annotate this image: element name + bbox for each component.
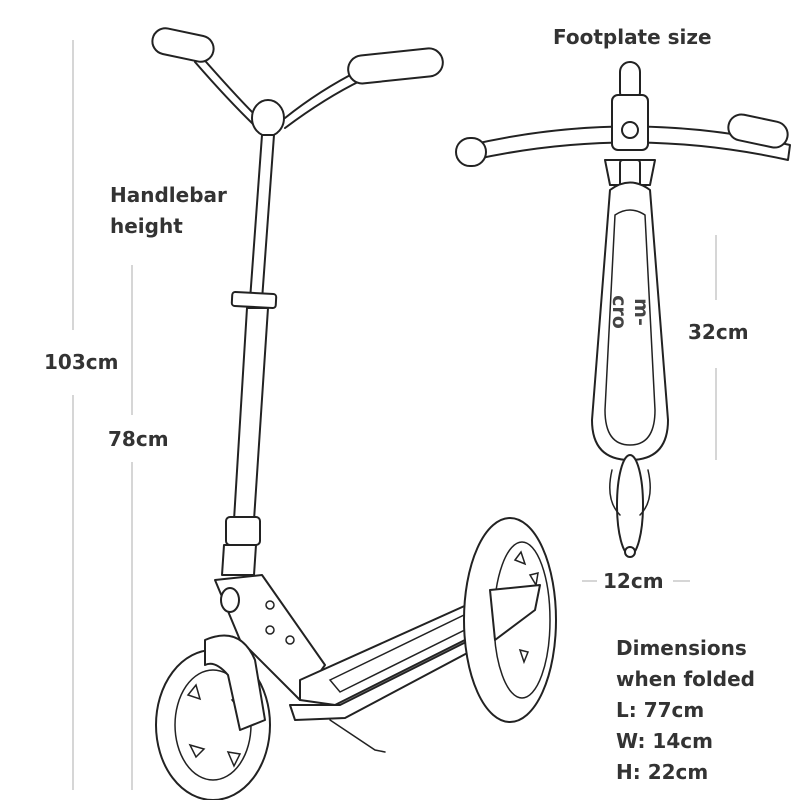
handlebar-height-line2: height — [110, 214, 183, 238]
folded-width: W: 14cm — [616, 729, 713, 753]
logo: m-cro — [608, 295, 652, 329]
folded-title-line2: when folded — [616, 667, 755, 691]
max-height-label: 103cm — [44, 350, 119, 374]
dimension-lines — [72, 40, 717, 790]
folded-dimensions: Dimensions when folded L: 77cm W: 14cm H… — [616, 633, 755, 788]
scooter-top-view — [455, 61, 791, 558]
folded-title-line1: Dimensions — [616, 636, 747, 660]
footplate-width-label: 12cm — [603, 569, 664, 593]
footplate-length-label: 32cm — [688, 320, 749, 344]
handlebar-height-heading: Handlebar height — [110, 180, 227, 242]
handlebar-height-line1: Handlebar — [110, 183, 227, 207]
scooter-side-view — [151, 27, 557, 800]
footplate-size-heading: Footplate size — [553, 25, 712, 49]
min-height-label: 78cm — [108, 427, 169, 451]
folded-length: L: 77cm — [616, 698, 705, 722]
folded-height: H: 22cm — [616, 760, 709, 784]
